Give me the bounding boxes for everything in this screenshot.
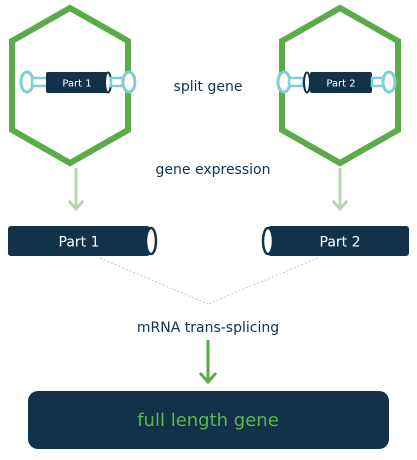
right-plasmid-label: Part 2 [326,79,355,90]
left-expression-arrow-icon [67,168,85,212]
right-plasmid-arm-right-icon [381,70,397,94]
right-expression-arrow-icon [331,168,349,212]
splicing-arrow-icon [198,340,218,385]
right-plasmid-connector-left [287,76,305,88]
right-plasmid-construct: Part 2 [276,70,397,94]
left-plasmid-arm-right-icon [121,70,137,94]
left-hexagon [9,4,131,167]
right-transcript-end-icon [261,226,275,256]
left-transcript-end-icon [144,226,158,256]
right-transcript-body [268,226,409,256]
full-length-gene-label: full length gene [137,410,279,431]
right-transcript: Part 2 [261,226,409,256]
right-plasmid-body [310,72,372,93]
left-plasmid-body [46,72,108,93]
left-plasmid-construct: Part 1 [19,70,137,94]
left-plasmid-connector-left [30,76,50,88]
split-gene-label: split gene [174,79,243,95]
full-length-gene-box [28,391,389,449]
mrna-trans-splicing-label: mRNA trans-splicing [137,320,279,336]
left-convergence-line [99,257,209,305]
right-hexagon [279,4,401,167]
right-plasmid-cap-icon [303,71,311,94]
right-convergence-line [207,257,319,305]
left-transcript: Part 1 [8,226,158,256]
left-plasmid-label: Part 1 [62,79,91,90]
right-transcript-label: Part 2 [320,235,361,251]
left-transcript-label: Part 1 [59,235,100,251]
gene-expression-label: gene expression [156,162,271,178]
left-transcript-body [8,226,150,256]
